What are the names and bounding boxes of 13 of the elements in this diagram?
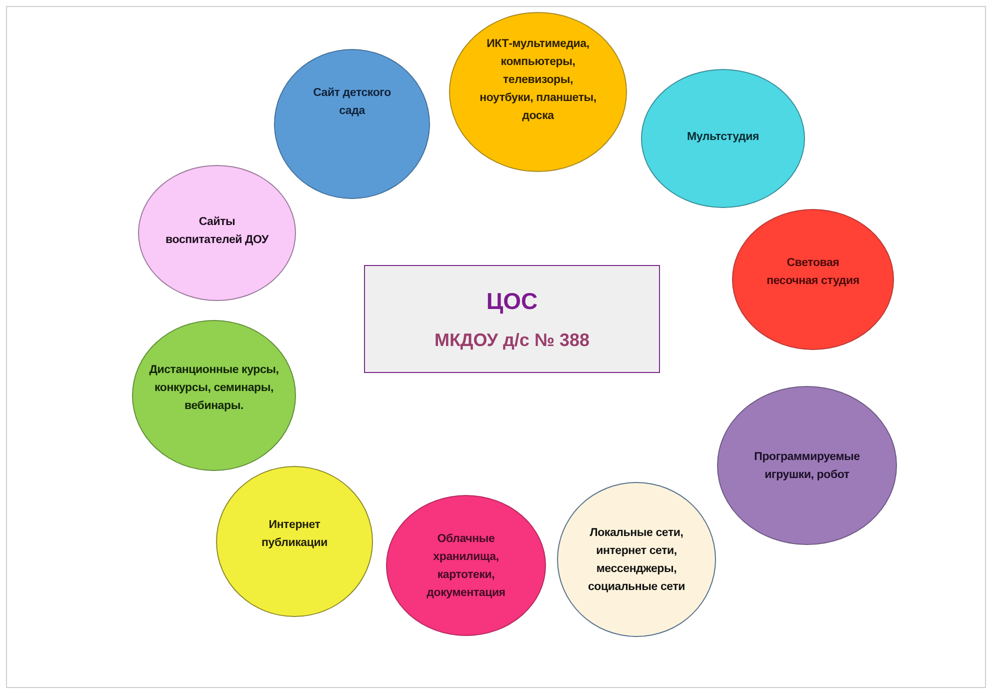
circle-text: Сайт детского сада: [312, 86, 392, 119]
circle-text: Световая песочная студия: [766, 256, 860, 288]
center-heading: ЦОС: [486, 287, 538, 315]
center-subtitle: МКДОУ д/с № 388: [434, 329, 590, 351]
circle-text: Сайты воспитателей ДОУ: [164, 215, 270, 248]
circle-text: Программируемые игрушки, робот: [753, 450, 861, 482]
center-box: [364, 265, 660, 373]
circle-text: Дистанционные курсы, конкурсы, семинары, вебинары.: [148, 362, 280, 414]
circle-text: Облачные хранилища, картотеки, документация: [426, 532, 506, 600]
circle-text: Интернет публикации: [260, 518, 328, 550]
circle-text: ИКТ-мультимедиа, компьютеры, телевизоры, ноутбуки, планшеты, доска: [480, 37, 596, 124]
circle-text: Мультстудия: [687, 130, 759, 144]
circle-text: Локальные сети, интернет сети, мессенджеры, социальные сети: [586, 526, 686, 594]
